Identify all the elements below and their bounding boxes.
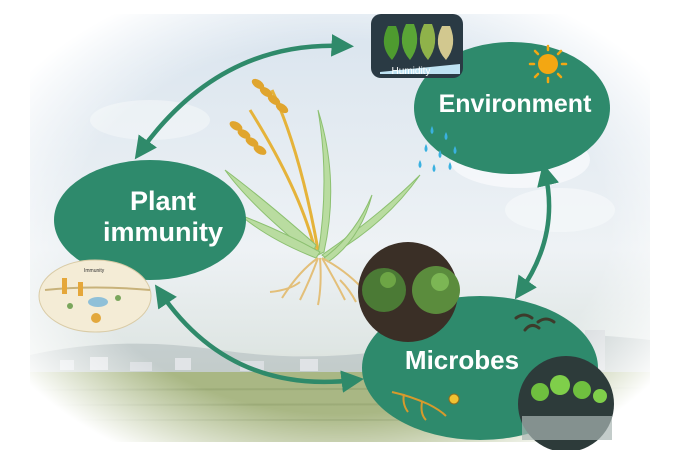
sun-icon	[528, 44, 568, 84]
plant-immunity-line2: immunity	[102, 217, 223, 248]
plant-immunity-node	[54, 160, 246, 280]
hyphae-icon	[391, 391, 447, 421]
plant-immunity-label: Plant immunity	[68, 186, 258, 248]
immunity-inset-title: Immunity	[84, 268, 105, 274]
arrow-environment-microbes	[514, 163, 560, 300]
arrow-immunity-environment	[134, 34, 354, 160]
arrow-microbes-immunity	[154, 284, 364, 393]
spore-icon	[448, 393, 460, 405]
bacteria-icon	[514, 313, 556, 332]
humidity-leaves-inset	[371, 14, 463, 78]
plant-pots-photo	[358, 242, 460, 342]
environment-label: Environment	[438, 90, 592, 118]
raindrops-icon	[418, 126, 457, 172]
immunity-signaling-inset	[38, 259, 152, 333]
cycle-arrows	[134, 34, 560, 393]
wheat-plant-icon	[224, 78, 421, 263]
humidity-label: Humidity	[391, 66, 431, 77]
plant-immunity-line1: Plant	[129, 186, 196, 216]
microbes-label: Microbes	[404, 345, 520, 375]
humidity-bar	[380, 64, 460, 74]
seedlings-photo	[518, 356, 614, 450]
environment-node	[414, 42, 610, 174]
